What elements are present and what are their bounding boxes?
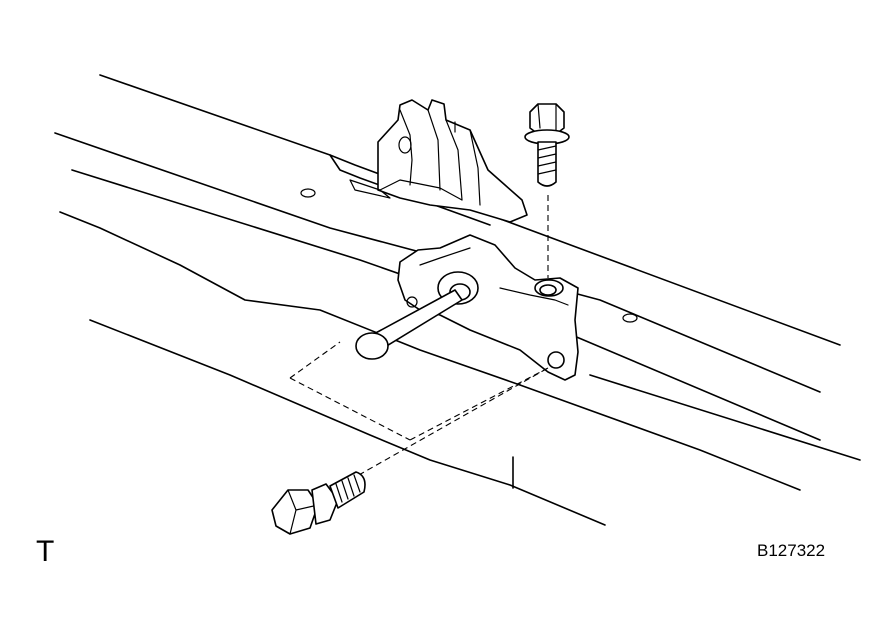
hood-lock-bracket	[355, 234, 579, 381]
latch-bracket	[349, 99, 528, 223]
corner-label: T	[36, 535, 55, 568]
lower-bolt	[271, 471, 366, 535]
upper-bolt	[524, 103, 570, 187]
alignment-guides	[289, 195, 549, 481]
figure-code: B127322	[757, 541, 826, 560]
